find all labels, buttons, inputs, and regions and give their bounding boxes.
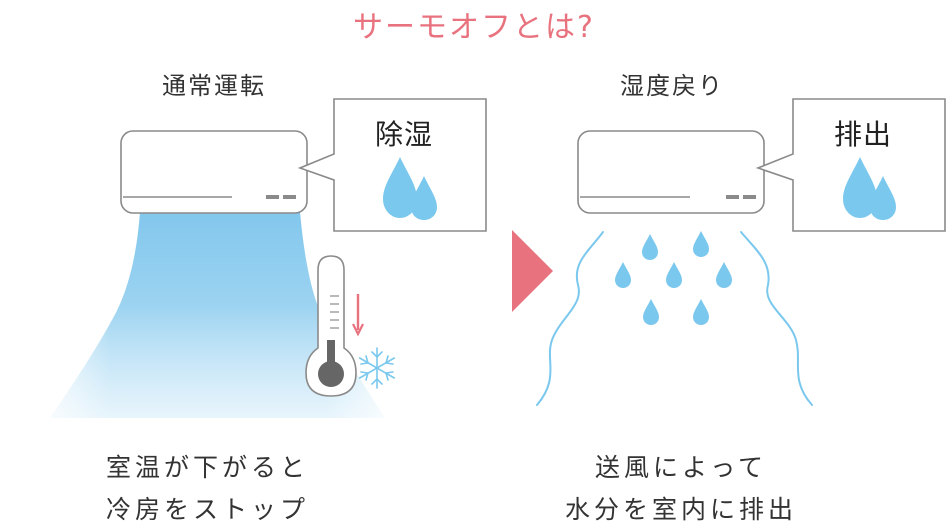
speech-bubble-dehumidify [297,98,487,232]
right-caption-line1: 送風によって [594,453,767,482]
page-title: サーモオフとは? [353,10,595,45]
arrow-right-icon [512,230,553,312]
right-heading: 湿度戻り [620,72,724,100]
speech-bubble-discharge [755,98,946,232]
thermometer-icon [305,255,357,397]
water-drop-icon [693,231,709,257]
water-drop-icon [615,262,631,288]
right-caption: 送風によって 水分を室内に排出 [551,447,811,531]
left-caption: 室温が下がると 冷房をストップ [106,447,309,531]
water-drop-icon [642,234,658,260]
water-drop-icon [666,262,682,288]
water-drop-icon [693,299,709,325]
water-drop-icon [716,262,732,288]
water-drop-icon [383,157,437,220]
cool-air-flow [50,212,385,418]
water-drop-icon [643,299,659,325]
bubble-label-discharge: 排出 [834,118,893,151]
air-conditioner-icon [577,130,765,214]
left-caption-line1: 室温が下がると [106,453,310,482]
temperature-down-arrow [352,294,364,337]
snowflake-icon [358,347,396,389]
falling-drops [615,231,732,325]
water-drop-icon [843,157,896,220]
air-conditioner-icon [120,130,308,214]
bubble-label-dehumidify: 除湿 [375,118,434,151]
wavy-line-icon [536,231,813,406]
left-heading: 通常運転 [162,72,266,100]
left-caption-line2: 冷房をストップ [106,495,310,524]
right-caption-line2: 水分を室内に排出 [564,495,797,524]
